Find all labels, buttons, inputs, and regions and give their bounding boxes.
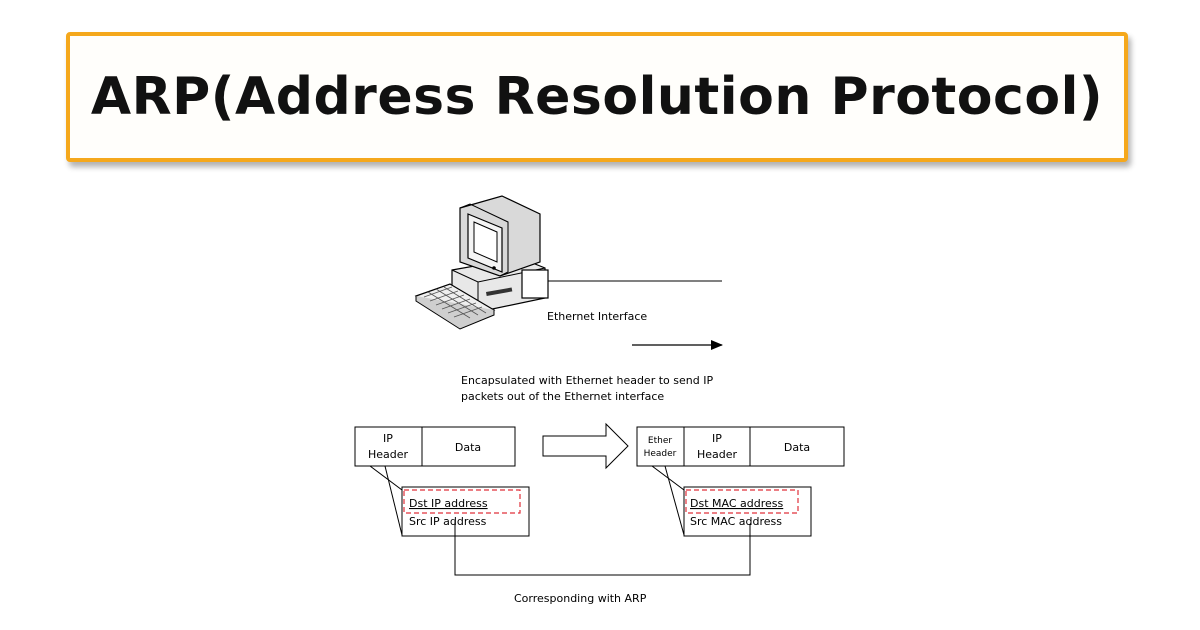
ethernet-interface-label: Ethernet Interface xyxy=(547,310,647,323)
ip-packet-data-label: Data xyxy=(455,441,481,454)
corresponding-label: Corresponding with ARP xyxy=(514,592,647,605)
frame-ether-header-label: Header xyxy=(644,449,677,459)
src-ip-field: Src IP address xyxy=(409,515,487,528)
dst-mac-highlight xyxy=(685,489,799,514)
src-mac-field: Src MAC address xyxy=(690,515,782,528)
ip-packet-ip-label: IP xyxy=(383,432,393,445)
ether-header-detail: Dst MAC address Src MAC address xyxy=(651,465,812,537)
encapsulation-text-line1: Encapsulated with Ethernet header to sen… xyxy=(461,374,713,387)
frame-header-label: Header xyxy=(697,448,738,461)
ip-packet: IP Header Data xyxy=(354,426,516,467)
dst-ip-highlight xyxy=(403,489,521,514)
ip-header-detail: Dst IP address Src IP address xyxy=(369,465,530,537)
frame-ip-label: IP xyxy=(712,432,722,445)
encapsulation-text-line2: packets out of the Ethernet interface xyxy=(461,390,664,403)
keyboard-icon xyxy=(414,283,496,330)
arp-correspondence-line xyxy=(454,521,751,576)
block-arrow-icon xyxy=(542,422,629,470)
dst-ip-field: Dst IP address xyxy=(409,497,488,510)
ip-packet-header-label: Header xyxy=(368,448,409,461)
frame-data-label: Data xyxy=(784,441,810,454)
ethernet-frame: Ether Header IP Header Data xyxy=(636,426,845,467)
title-banner: ARP(Address Resolution Protocol) xyxy=(66,32,1128,162)
dst-mac-field: Dst MAC address xyxy=(690,497,783,510)
page-title: ARP(Address Resolution Protocol) xyxy=(90,67,1104,127)
frame-ether-label: Ether xyxy=(648,436,672,446)
